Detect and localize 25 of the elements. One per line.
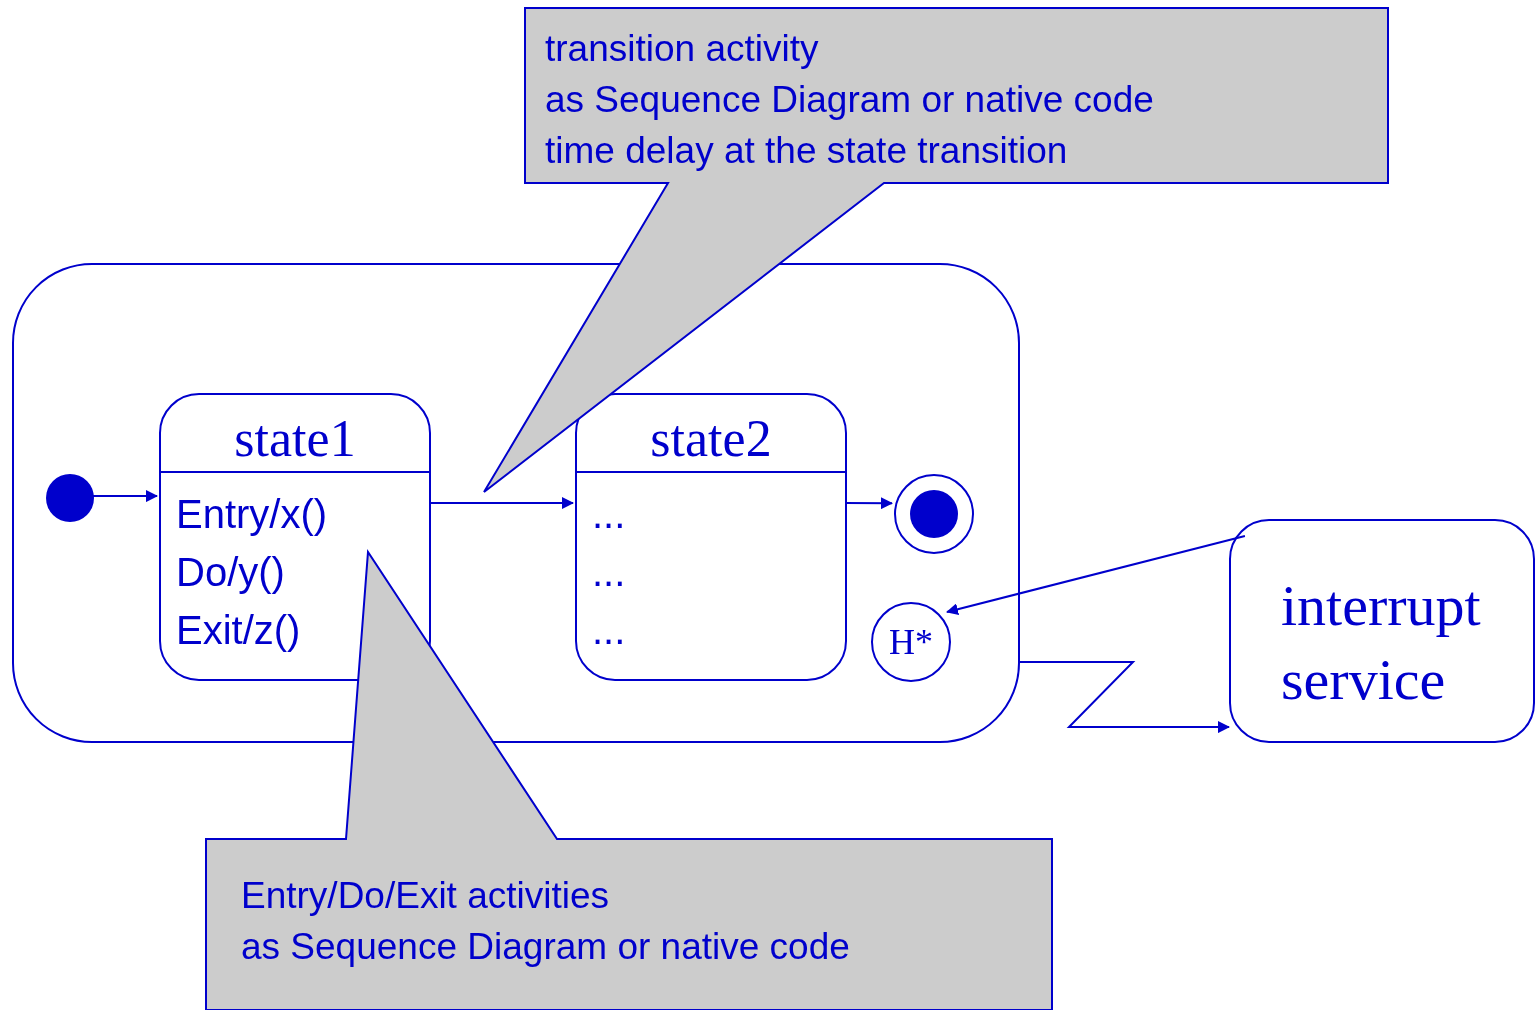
activity-text: Exit/z() [176, 607, 301, 654]
transition-arrow [91, 490, 158, 503]
transition-arrow [1019, 660, 1230, 734]
state-box [1229, 519, 1535, 743]
callout-text: time delay at the state transition [545, 129, 1068, 173]
state-name: state1 [234, 409, 356, 469]
activity-text: Entry/x() [176, 491, 328, 538]
transition-arrow [428, 497, 574, 510]
transition-arrow [844, 497, 893, 510]
activity-text: ... [592, 491, 626, 538]
state-box [159, 393, 431, 681]
callout-text: Entry/Do/Exit activities [241, 874, 610, 918]
state-box [575, 393, 847, 681]
callout [484, 7, 1389, 492]
activity-text: Do/y() [176, 549, 285, 596]
callout-text: as Sequence Diagram or native code [241, 925, 850, 969]
state-name: state2 [650, 409, 772, 469]
callout-text: as Sequence Diagram or native code [545, 78, 1154, 122]
activity-text: ... [592, 607, 626, 654]
history-label: H* [889, 624, 933, 660]
superstate-box [12, 263, 1020, 743]
callout-text: transition activity [545, 27, 819, 71]
state-name: interrupt service [1281, 572, 1482, 714]
activity-text: ... [592, 549, 626, 596]
transition-arrow [946, 535, 1246, 616]
